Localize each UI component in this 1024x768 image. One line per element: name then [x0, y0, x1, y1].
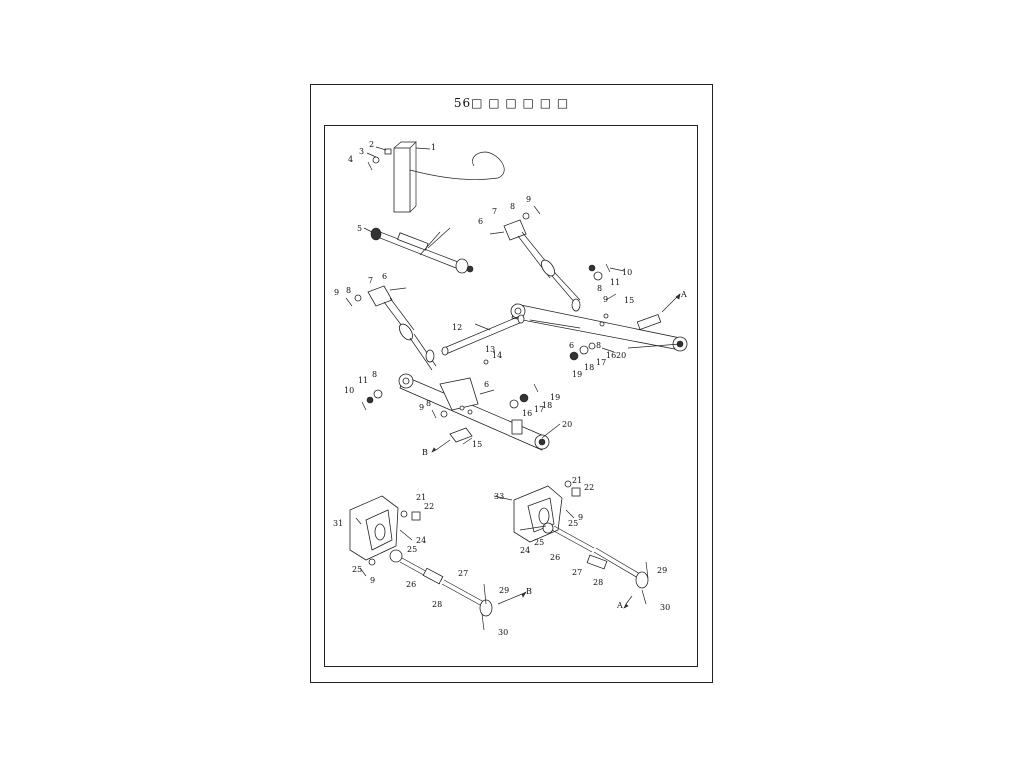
callout-15: 15 [624, 296, 634, 305]
callout-8: 8 [426, 399, 431, 408]
callout-9: 9 [578, 513, 583, 522]
leader-lines [355, 146, 681, 525]
callout-18: 18 [542, 401, 552, 410]
callout-29: 29 [657, 566, 667, 575]
callout-9: 9 [370, 576, 375, 585]
callout-6: 6 [478, 217, 483, 226]
callout-20: 20 [616, 351, 626, 360]
callout-4: 4 [348, 155, 353, 164]
callout-33: 33 [494, 492, 504, 501]
callout-21: 21 [416, 493, 426, 502]
callout-27: 27 [572, 568, 582, 577]
parts-sheet: 56□ □ □ □ □ □ [310, 84, 713, 683]
diagram-frame [324, 125, 698, 667]
callout-7: 7 [368, 276, 373, 285]
callout-13: 13 [485, 345, 495, 354]
callout-24: 24 [520, 546, 530, 555]
callout-6: 6 [569, 341, 574, 350]
callout-30: 30 [660, 603, 670, 612]
callout-28: 28 [432, 600, 442, 609]
callout-29: 29 [499, 586, 509, 595]
callout-25: 25 [534, 538, 544, 547]
callout-6: 6 [382, 272, 387, 281]
callout-12: 12 [452, 323, 462, 332]
callout-11: 11 [358, 376, 368, 385]
callout-22: 22 [584, 483, 594, 492]
callout-16: 16 [606, 351, 616, 360]
callout-9: 9 [419, 403, 424, 412]
callout-3: 3 [359, 147, 364, 156]
callout-18: 18 [584, 363, 594, 372]
stand-post [367, 141, 505, 213]
callout-8: 8 [597, 284, 602, 293]
callout-labels: 1 2 3 4 5 6 7 8 9 10 11 8 9 15 A 6 7 9 8… [333, 140, 687, 637]
callout-8: 8 [510, 202, 515, 211]
callout-22: 22 [424, 502, 434, 511]
callout-10: 10 [344, 386, 354, 395]
callout-26: 26 [406, 580, 416, 589]
left-bracket-assembly [349, 495, 527, 631]
callout-9: 9 [603, 295, 608, 304]
callout-15: 15 [472, 440, 482, 449]
page-title: 56□ □ □ □ □ □ [453, 96, 570, 110]
callout-28: 28 [593, 578, 603, 587]
callout-5: 5 [357, 224, 362, 233]
callout-B: B [526, 587, 532, 596]
callout-9: 9 [334, 288, 339, 297]
callout-9: 9 [526, 195, 531, 204]
callout-11: 11 [610, 278, 620, 287]
callout-2: 2 [369, 140, 374, 149]
callout-8: 8 [346, 286, 351, 295]
callout-8: 8 [596, 341, 601, 350]
callout-30: 30 [498, 628, 508, 637]
right-lower-link [510, 263, 688, 361]
callout-27: 27 [458, 569, 468, 578]
callout-7: 7 [492, 207, 497, 216]
callout-6: 6 [484, 380, 489, 389]
left-lift-rod [345, 285, 437, 371]
callout-17: 17 [596, 358, 606, 367]
callout-A: A [616, 601, 623, 610]
left-lower-link [361, 373, 550, 453]
callout-19: 19 [550, 393, 560, 402]
callout-1: 1 [431, 143, 436, 152]
callout-B: B [422, 448, 428, 457]
callout-10: 10 [622, 268, 632, 277]
callout-14: 14 [492, 351, 502, 360]
callout-25: 25 [407, 545, 417, 554]
callout-A: A [680, 290, 687, 299]
cross-shaft [441, 314, 525, 365]
callout-20: 20 [562, 420, 572, 429]
callout-8: 8 [372, 370, 377, 379]
callout-31: 31 [333, 519, 343, 528]
callout-24: 24 [416, 536, 426, 545]
callout-19: 19 [572, 370, 582, 379]
callout-17: 17 [534, 405, 544, 414]
top-link [370, 227, 474, 274]
callout-25: 25 [568, 519, 578, 528]
callout-16: 16 [522, 409, 532, 418]
right-bracket-assembly [513, 480, 649, 609]
callout-26: 26 [550, 553, 560, 562]
callout-21: 21 [572, 476, 582, 485]
callout-25: 25 [352, 565, 362, 574]
right-lift-rod [489, 205, 581, 312]
